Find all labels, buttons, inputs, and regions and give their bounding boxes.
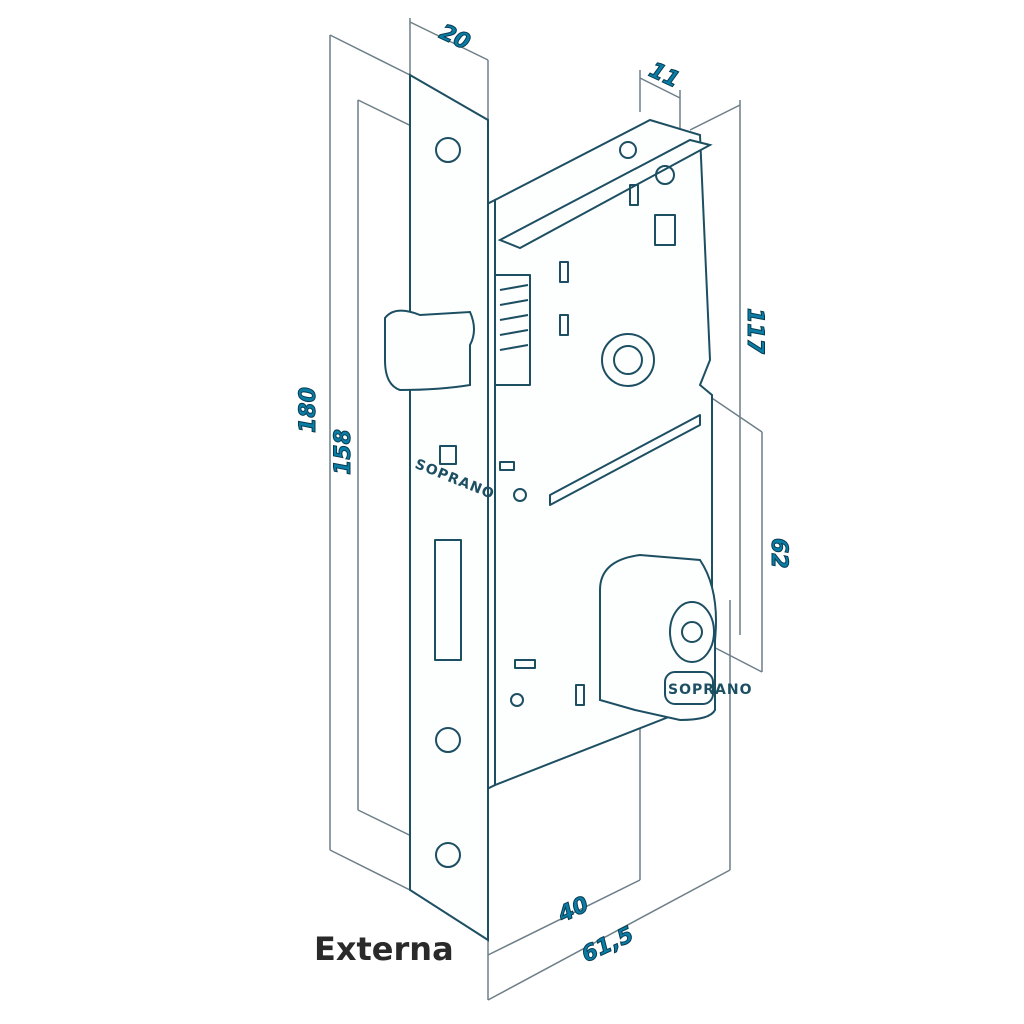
cylinder: SOPRANO — [599, 553, 752, 722]
dim-screw-spacing: 158 — [331, 429, 356, 475]
lock-body: SOPRANO — [484, 118, 752, 792]
dim-backset: 40 — [554, 892, 593, 928]
dim-faceplate-height: 180 — [296, 387, 321, 433]
dimension-lines — [329, 18, 763, 1001]
dim-top-offset: 11 — [645, 58, 683, 94]
svg-text:SOPRANO: SOPRANO — [668, 682, 752, 698]
handle-hub — [601, 333, 655, 387]
caption-externa: Externa — [314, 930, 454, 968]
dim-center-distance: 62 — [766, 538, 791, 569]
latch-bolt — [384, 309, 475, 392]
latch-spring — [494, 274, 531, 386]
dim-body-height: 117 — [742, 308, 767, 355]
faceplate: SOPRANO — [384, 73, 497, 942]
dim-body-depth: 61,5 — [578, 922, 638, 968]
